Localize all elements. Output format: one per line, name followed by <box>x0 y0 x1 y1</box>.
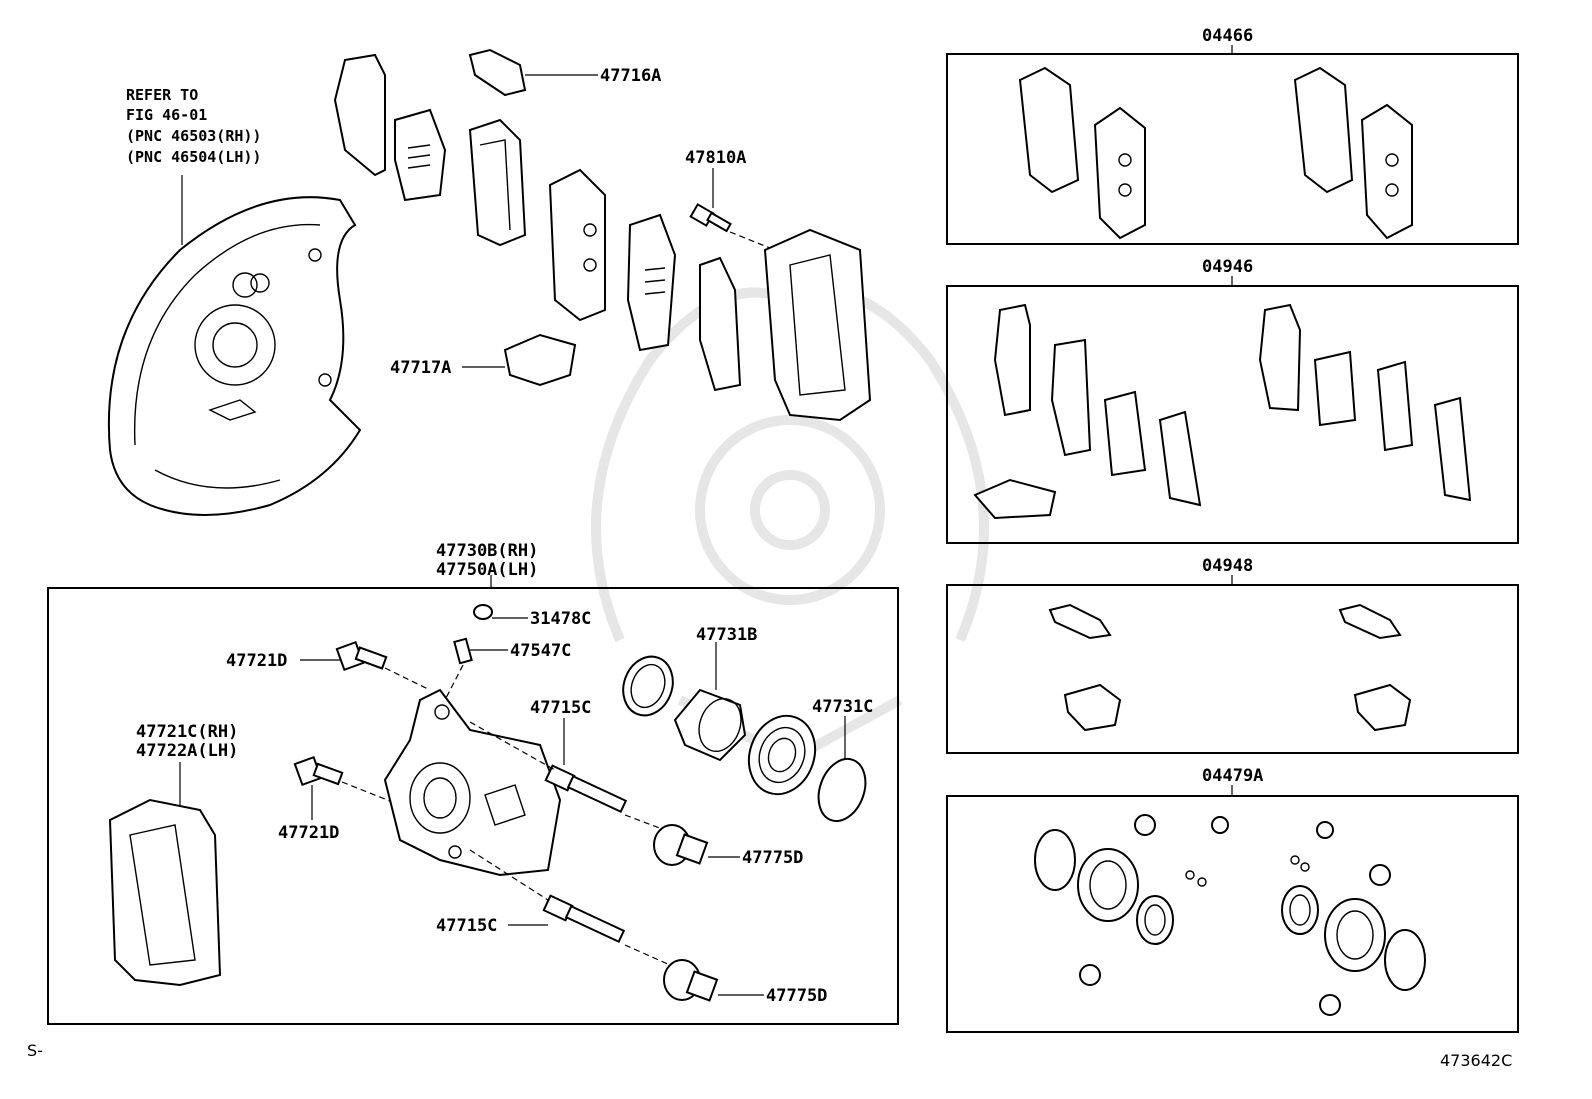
label-kit-04466: 04466 <box>1202 26 1253 46</box>
caliper-bolt-47721D-bottom[interactable] <box>293 755 401 820</box>
cylinder-boot[interactable] <box>738 706 826 803</box>
refer-note: REFER TO FIG 46-01 (PNC 46503(RH)) (PNC … <box>126 86 261 166</box>
pin-boot-47775D-top[interactable] <box>653 824 740 866</box>
label-kit-04479A: 04479A <box>1202 766 1263 786</box>
caliper-bolt-47721D-top[interactable] <box>300 640 431 691</box>
figure-code: 473642C <box>1440 1051 1512 1070</box>
pad-support-plate-47717A[interactable] <box>462 333 577 387</box>
bleeder-plug-31478C[interactable] <box>473 604 528 620</box>
brake-pad-outer[interactable] <box>468 118 527 247</box>
label-kit-04948: 04948 <box>1202 556 1253 576</box>
label-47810A: 47810A <box>685 148 746 168</box>
label-47721D-top: 47721D <box>226 651 287 671</box>
kit-04479A-seals[interactable] <box>1034 814 1426 1016</box>
caliper-bracket-bolt-47810A[interactable] <box>689 168 771 249</box>
kit-box-04948 <box>946 584 1519 754</box>
label-47731C: 47731C <box>812 697 873 717</box>
set-ring-47731C[interactable] <box>810 716 873 828</box>
refer-note-line-4: (PNC 46504(LH)) <box>126 148 261 166</box>
kit-box-04466 <box>946 53 1519 245</box>
kit-04466-pads[interactable] <box>1018 66 1413 240</box>
slide-pin-47715C-top[interactable] <box>544 718 666 831</box>
anti-squeal-shim-outer[interactable] <box>333 53 386 177</box>
label-47715C-bottom: 47715C <box>436 916 497 936</box>
kit-box-04479A <box>946 795 1519 1033</box>
label-47716A: 47716A <box>600 66 661 86</box>
refer-note-line-3: (PNC 46503(RH)) <box>126 127 261 145</box>
label-mount-rh: 47721C(RH) <box>136 722 238 742</box>
label-47775D-top: 47775D <box>742 848 803 868</box>
label-47715C-top: 47715C <box>530 698 591 718</box>
backing-plate[interactable] <box>107 196 362 516</box>
guide-dash-pin-lower <box>469 849 549 901</box>
label-47547C: 47547C <box>510 641 571 661</box>
label-mount-lh: 47722A(LH) <box>136 741 238 761</box>
refer-note-line-2: FIG 46-01 <box>126 106 207 124</box>
label-31478C: 31478C <box>530 609 591 629</box>
slide-pin-47715C-bottom[interactable] <box>508 894 671 966</box>
piston-seal-47731B[interactable] <box>615 650 681 723</box>
label-47717A: 47717A <box>390 358 451 378</box>
caliper-body[interactable] <box>383 688 562 877</box>
pin-boot-47775D-bottom[interactable] <box>663 959 764 1002</box>
label-47731B: 47731B <box>696 625 757 645</box>
guide-dash-pin <box>469 721 556 771</box>
caliper-mounting-bracket-lower[interactable] <box>108 762 222 987</box>
caliper-assembly-box <box>47 587 899 1025</box>
anti-squeal-shim-far[interactable] <box>699 256 742 392</box>
pad-support-plate-47716A[interactable] <box>468 48 598 97</box>
anti-squeal-shim-inner[interactable] <box>394 108 447 202</box>
label-kit-04946: 04946 <box>1202 257 1253 277</box>
label-caliper-lh: 47750A(LH) <box>436 560 538 580</box>
kit-04946-shims[interactable] <box>973 303 1472 520</box>
label-47775D-bottom: 47775D <box>766 986 827 1006</box>
label-47721D-bottom: 47721D <box>278 823 339 843</box>
bleeder-valve-47547C[interactable] <box>444 637 508 701</box>
label-caliper-rh: 47730B(RH) <box>436 541 538 561</box>
caliper-mounting-bracket-upper[interactable] <box>763 228 872 422</box>
kit-04948-clips[interactable] <box>1048 603 1412 732</box>
footer-left-mark: S- <box>27 1041 43 1060</box>
refer-note-line-1: REFER TO <box>126 86 198 104</box>
caliper-piston[interactable] <box>673 642 748 762</box>
brake-pad-inner[interactable] <box>548 168 606 322</box>
kit-box-04946 <box>946 285 1519 544</box>
anti-squeal-shim-right[interactable] <box>626 213 677 352</box>
